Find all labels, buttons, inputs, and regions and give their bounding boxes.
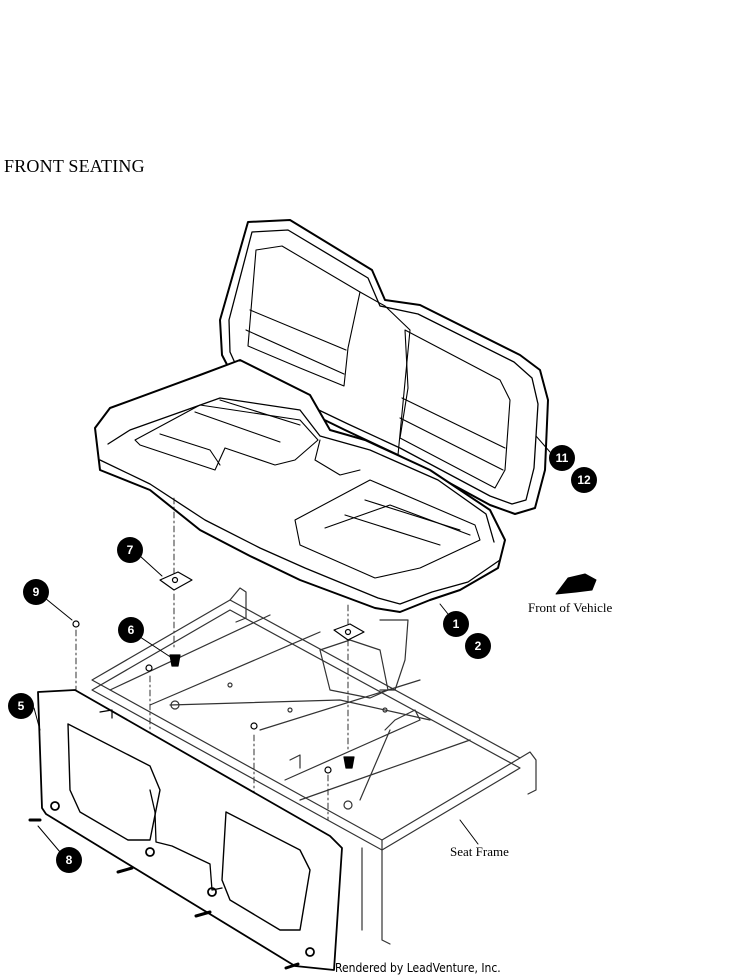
seat-frame [91,587,537,945]
callout-8: 8 [56,847,82,873]
callout-7: 7 [117,537,143,563]
callout-9: 9 [23,579,49,605]
callout-12: 12 [571,467,597,493]
front-arrow-icon [555,573,597,595]
assembly-lines [75,497,349,821]
callout-2: 2 [465,633,491,659]
seat-cushion [94,359,506,613]
callout-5: 5 [8,693,34,719]
fasteners [28,571,365,970]
callout-11: 11 [549,445,575,471]
front-of-vehicle-label: Front of Vehicle [528,600,613,615]
seat-frame-label: Seat Frame [450,844,509,859]
callout-6: 6 [118,617,144,643]
page-title: FRONT SEATING [4,156,145,176]
callout-1: 1 [443,611,469,637]
rear-panel [37,689,343,971]
credit-text: Rendered by LeadVenture, Inc. [335,961,501,975]
